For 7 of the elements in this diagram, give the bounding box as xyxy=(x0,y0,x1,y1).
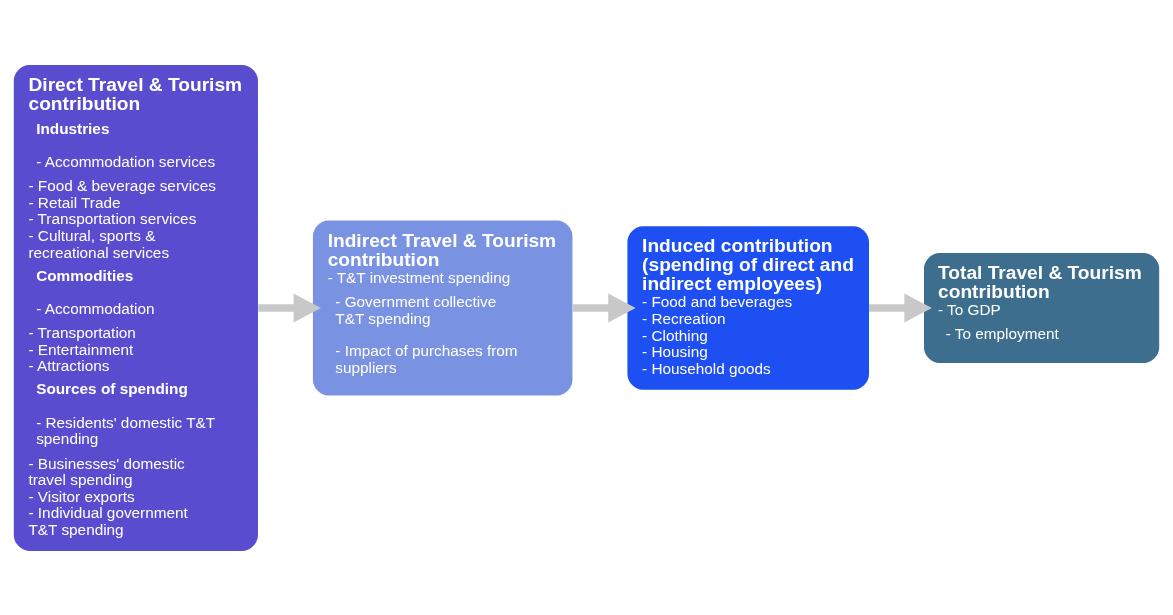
node-box: Induced contribution (spending of direct and indirect employees) - Food and beverages - Recreation - Clothing - Housing - Household goods xyxy=(627,225,869,390)
arrow xyxy=(572,293,636,322)
arrow xyxy=(258,293,321,322)
node-box: Direct Travel & Tourism contribution Industries - Accommodation services - Food & beverage services - Retail Trade - Transportation services - Cultural, sports & recreational services Commodities - Accommodation - Transportation - Entertainment - Attractions Sources of spending - Residents' domestic T&T spending - Businesses' domestic travel spending - Visitor exports - Individual government T&T spending xyxy=(13,64,258,551)
node-box: Indirect Travel & Tourism contribution - T&T investment spending - Government collective T&T spending - Impact of purchases from suppliers xyxy=(312,219,573,396)
node-box: Total Travel & Tourism contribution - To GDP - To employment xyxy=(924,252,1160,363)
arrow xyxy=(869,293,932,322)
